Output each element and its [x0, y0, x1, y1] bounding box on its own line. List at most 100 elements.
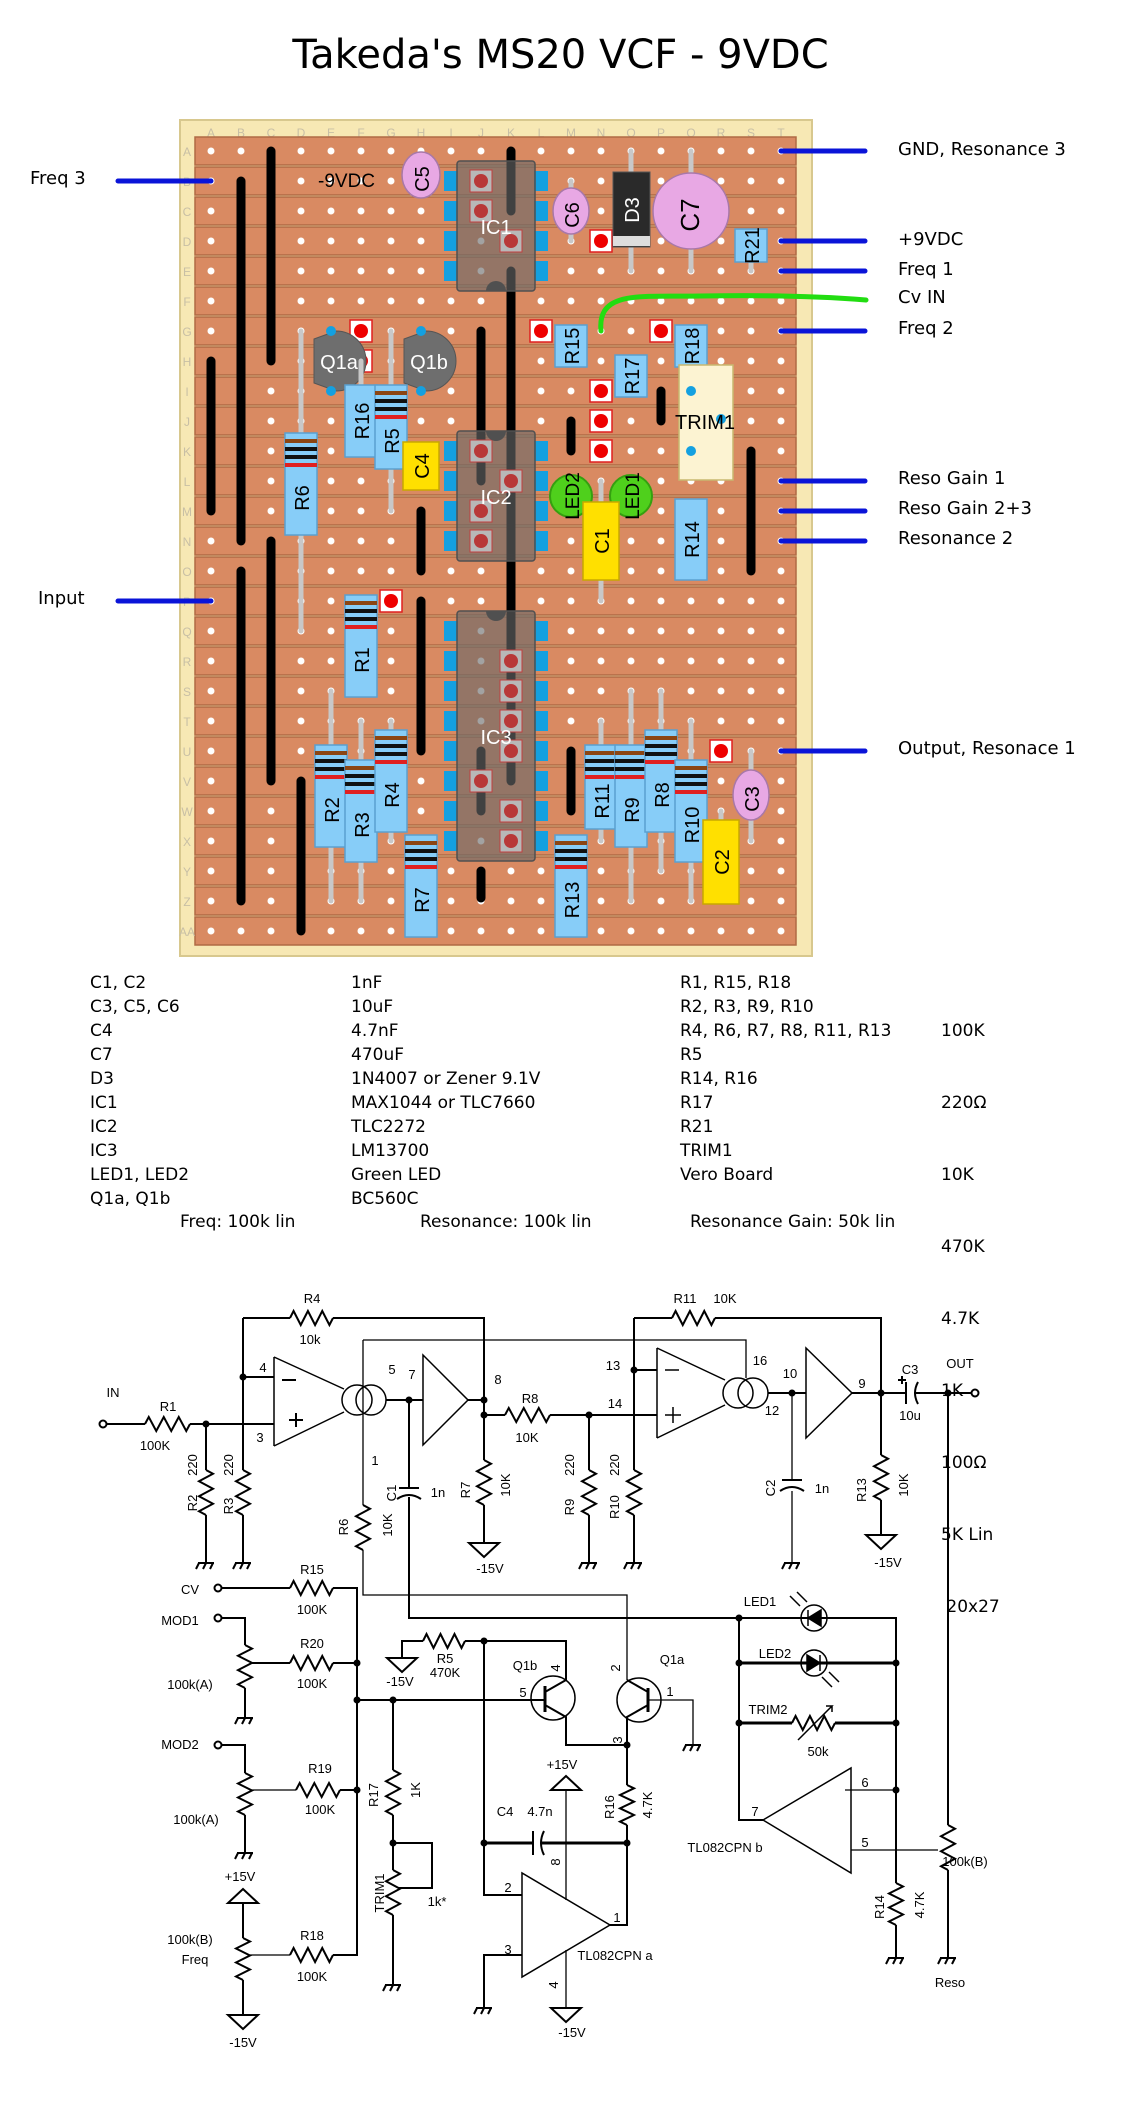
ic-pad-mark [504, 474, 518, 488]
hole [537, 147, 545, 155]
label-resonance-2: Resonance 2 [898, 528, 1014, 549]
ic-pin [444, 501, 458, 521]
ground-symbol [937, 1957, 956, 1965]
schematic-wire [648, 1699, 694, 1745]
junction-dot [353, 1696, 361, 1704]
color-band [645, 736, 677, 740]
column-letter: Q [686, 126, 695, 140]
hole [447, 597, 455, 605]
schematic-label-freq: Freq [182, 1952, 209, 1967]
schematic-wire [401, 1640, 423, 1658]
hole [327, 297, 335, 305]
color-band [585, 775, 617, 779]
color-band [675, 782, 707, 786]
schematic-label-r11v: 10K [713, 1291, 736, 1306]
ic-pin [534, 831, 548, 851]
row-letter: X [183, 835, 191, 849]
color-band [615, 775, 647, 779]
track-cut-mark [594, 414, 608, 428]
schematic-label-r18: R18 [300, 1928, 324, 1943]
ic-pin [534, 621, 548, 641]
label-freq-2: Freq 2 [898, 318, 954, 339]
R2-symbol [196, 1469, 216, 1516]
ic-pin [444, 471, 458, 491]
color-band [675, 790, 707, 794]
hole [297, 147, 305, 155]
part-value: 10uF [351, 997, 394, 1017]
stripboard-layout: ABCDEFGHIJKLMNOPQRSTABCDEFGHIJKLMNOPQRST… [115, 119, 869, 957]
row-letter: C [183, 205, 192, 219]
schematic-label-q1a2: 2 [608, 1664, 623, 1671]
schematic-label-r7: R7 [458, 1482, 473, 1499]
hole [717, 177, 725, 185]
schematic-wire [626, 1704, 649, 1785]
schematic-label-r14: R14 [872, 1895, 887, 1919]
resistor-R16 [344, 384, 378, 458]
hole [327, 507, 335, 515]
hole [207, 807, 215, 815]
ic-notch [486, 281, 506, 291]
hole [717, 717, 725, 725]
hole [747, 627, 755, 635]
row-letter: I [185, 385, 188, 399]
parts-list-right-values: 100K 220Ω 10K 470K 4.7K 1K 100Ω 5K Lin 2… [941, 971, 1000, 1643]
schematic-wire [626, 1679, 649, 1693]
ic-pin [444, 171, 458, 191]
hole [477, 927, 485, 935]
label-input: Input [38, 588, 85, 609]
schematic-label-reso: Reso [935, 1975, 965, 1990]
R1-symbol [144, 1414, 191, 1434]
ic-pin [444, 261, 458, 281]
color-band [585, 751, 617, 755]
hole [357, 507, 365, 515]
junction-dot [239, 1373, 247, 1381]
ic-pad-mark [504, 234, 518, 248]
schematic-label-q1b5: 5 [519, 1685, 526, 1700]
hole [387, 177, 395, 185]
capacitor-C4 [402, 441, 440, 491]
hole [627, 657, 635, 665]
ic-pin [534, 771, 548, 791]
led-label: LED2 [563, 472, 584, 520]
hole [327, 627, 335, 635]
schematic-label-r19: R19 [308, 1761, 332, 1776]
color-band [285, 463, 317, 467]
hole [657, 627, 665, 635]
column-letter: C [267, 126, 276, 140]
resistor-R5 [374, 384, 408, 470]
schematic-label-mod1: MOD1 [161, 1613, 199, 1628]
negative-supply-symbol [548, 2007, 584, 2024]
schematic-label-r14v: 4.7K [912, 1891, 927, 1918]
ic-pad-mark [474, 444, 488, 458]
row-letter: Y [183, 865, 191, 879]
part-value: 10K [941, 1165, 974, 1185]
hole [297, 747, 305, 755]
hole [387, 657, 395, 665]
ic-pin [444, 651, 458, 671]
part-value: Green LED [351, 1165, 442, 1185]
color-band [285, 439, 317, 443]
hole [237, 927, 245, 935]
junction-dot [353, 1786, 361, 1794]
row-letter: K [183, 445, 191, 459]
R3-symbol [233, 1469, 253, 1516]
hole [717, 597, 725, 605]
resistor-label: R5 [382, 428, 404, 454]
mod2-pot-symbol [235, 1772, 255, 1816]
schematic-label-r16: R16 [602, 1795, 617, 1819]
hole [747, 327, 755, 335]
row-letter: N [183, 535, 192, 549]
schematic-wire [483, 1641, 522, 1896]
resistor-label: R15 [562, 328, 584, 365]
ic-pin [534, 531, 548, 551]
label-cv-in: Cv IN [898, 287, 946, 308]
hole [777, 927, 785, 935]
electrolytic-C6 [552, 187, 590, 235]
hole [207, 837, 215, 845]
capacitor-symbol [779, 1479, 805, 1492]
hole [717, 927, 725, 935]
schematic-label-pot3: 100k(B) [167, 1932, 213, 1947]
schematic-label-trim1: TRIM1 [372, 1874, 387, 1913]
ic-pin [444, 741, 458, 761]
hole [447, 297, 455, 305]
